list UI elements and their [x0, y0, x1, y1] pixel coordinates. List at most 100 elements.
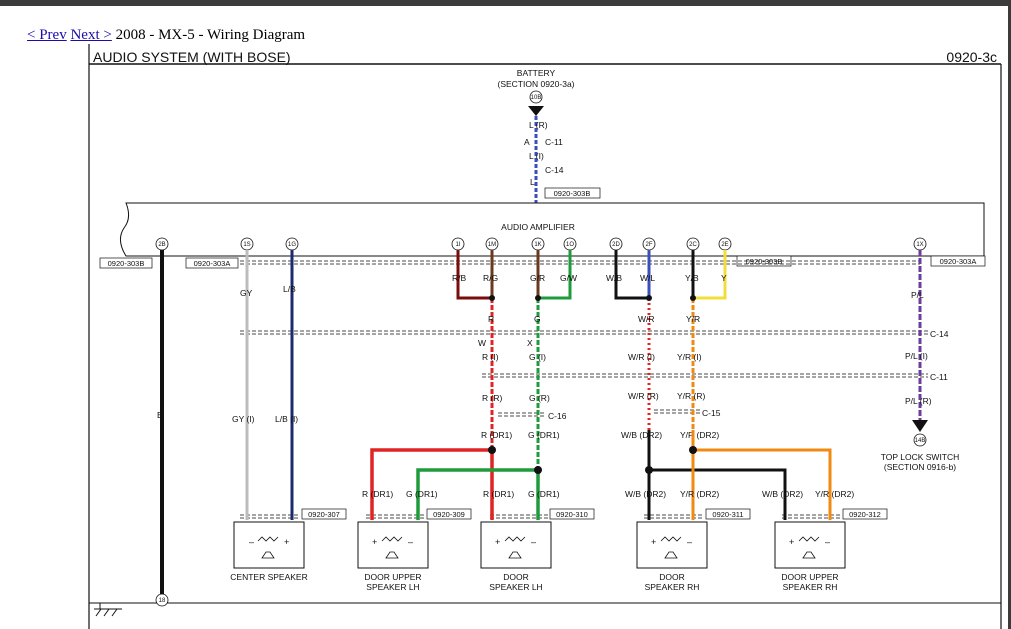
window-top-bar: [0, 0, 1011, 6]
diagram-page-code: 0920-3c: [946, 49, 997, 65]
door-speaker-lh: +–: [480, 521, 552, 569]
svg-text:10B: 10B: [531, 95, 542, 101]
pin-1i: 1I: [451, 237, 465, 251]
pin-1x: 1X: [913, 237, 927, 251]
pin-1s: 1S: [240, 237, 254, 251]
ref-box-left-a: 0920-303A: [185, 257, 239, 269]
label-r-dr1-dul: R (DR1): [362, 489, 393, 499]
svg-text:0920-312: 0920-312: [849, 510, 881, 519]
svg-text:0920-303B: 0920-303B: [746, 257, 783, 266]
wire-label-pl: P/L: [911, 290, 924, 300]
door-speaker-rh: +–: [636, 521, 708, 569]
wire-label-rb: R/B: [452, 273, 467, 283]
ref-box-right-a: 0920-303A: [930, 255, 986, 267]
wire-label-g-r: G (R): [529, 393, 550, 403]
wire-label-b: B: [157, 410, 163, 420]
wire-rb: [456, 250, 492, 300]
wire-label-lb-i: L/B (I): [275, 414, 298, 424]
wire-g-door-upper-lh: [416, 468, 538, 520]
wire-label-g: G: [534, 314, 541, 324]
wire-label-pl-i: P/L (I): [905, 351, 928, 361]
wire-label-yr: Y/R: [686, 314, 700, 324]
connector-a-label: A: [524, 137, 530, 147]
label-wb-dr2-dur: W/B (DR2): [762, 489, 803, 499]
top-lock-pin: 14B: [913, 433, 927, 447]
door-upper-speaker-rh-label2: SPEAKER RH: [783, 582, 838, 592]
wire-label-rg: R/G: [483, 273, 498, 283]
wire-y: [693, 250, 727, 300]
svg-text:0920-303B: 0920-303B: [554, 189, 591, 198]
ref-box-dul: 0920-309: [426, 508, 472, 520]
wire-label-g-i: G (I): [529, 352, 546, 362]
svg-text:+: +: [651, 537, 656, 547]
wire-label-gw: G/W: [560, 273, 577, 283]
svg-text:+: +: [789, 537, 794, 547]
connector-c14-label: C-14: [545, 165, 564, 175]
label-g-dr1-dl: G (DR1): [528, 489, 560, 499]
svg-text:0920-303B: 0920-303B: [108, 259, 145, 268]
door-upper-speaker-lh-label2: SPEAKER LH: [366, 582, 419, 592]
amplifier-pins: 2B 1S 1G 1I 1M 1K 1O 2D 2F 2C 2E 1X: [155, 237, 927, 251]
wire-label-gr: G/R: [530, 273, 545, 283]
svg-text:0920-310: 0920-310: [556, 510, 588, 519]
svg-text:2C: 2C: [689, 242, 697, 248]
svg-text:–: –: [687, 537, 692, 547]
wire-label-r-r: R (R): [482, 393, 502, 403]
label-yr-dr2-dur: Y/R (DR2): [815, 489, 854, 499]
door-speaker-rh-label1: DOOR: [659, 572, 685, 582]
svg-text:1S: 1S: [243, 242, 250, 248]
power-wire-label-i: L (I): [529, 151, 544, 161]
svg-text:1K: 1K: [534, 242, 541, 248]
diagram-frame: [88, 44, 1002, 629]
audio-amplifier-label: AUDIO AMPLIFIER: [501, 222, 575, 232]
wire-label-w: W: [478, 338, 486, 348]
wire-label-yr-dr2: Y/R (DR2): [680, 430, 719, 440]
wire-label-r-i: R (I): [482, 352, 499, 362]
door-speaker-lh-label1: DOOR: [503, 572, 529, 582]
wire-r-door-upper-lh: [370, 448, 492, 520]
svg-text:–: –: [825, 537, 830, 547]
wire-label-wr-i: W/R (I): [628, 352, 655, 362]
ground-pin-18: 18: [155, 593, 169, 607]
door-upper-speaker-lh-label1: DOOR UPPER: [364, 572, 421, 582]
connector-c15: C-15: [702, 408, 721, 418]
pin-2f: 2F: [642, 237, 656, 251]
svg-text:0920-307: 0920-307: [308, 510, 340, 519]
power-ref-box: 0920-303B: [544, 187, 601, 199]
wire-label-gy-i: GY (I): [232, 414, 255, 424]
svg-text:–: –: [408, 537, 413, 547]
top-lock-arrow-icon: [912, 420, 928, 432]
wire-label-wr-r: W/R (R): [628, 391, 659, 401]
battery-pin: 10B: [529, 90, 543, 104]
ref-box-left-b: 0920-303B: [99, 257, 153, 269]
svg-text:+: +: [284, 537, 289, 547]
ref-box-dr: 0920-311: [705, 508, 751, 520]
svg-text:–: –: [531, 537, 536, 547]
ref-box-dur: 0920-312: [842, 508, 888, 520]
label-wb-dr2-dr: W/B (DR2): [625, 489, 666, 499]
wire-label-pl-r: P/L (R): [905, 396, 932, 406]
page-title: 2008 - MX-5 - Wiring Diagram: [115, 27, 306, 43]
svg-text:2E: 2E: [721, 242, 728, 248]
svg-text:1I: 1I: [455, 242, 460, 248]
ref-box-center: 0920-307: [301, 508, 347, 520]
svg-text:18: 18: [159, 598, 166, 604]
wire-label-wl: W/L: [640, 273, 655, 283]
wire-yr-door-upper-rh: [693, 448, 832, 520]
connector-c11-label: C-11: [545, 137, 563, 147]
pin-1m: 1M: [485, 237, 499, 251]
diagram-title: AUDIO SYSTEM (WITH BOSE): [93, 49, 291, 65]
center-speaker: –+: [233, 521, 305, 569]
svg-text:1O: 1O: [566, 242, 574, 248]
next-link[interactable]: Next >: [70, 27, 112, 43]
pin-2e: 2E: [718, 237, 732, 251]
wire-label-g-dr1: G (DR1): [528, 430, 560, 440]
svg-text:0920-309: 0920-309: [433, 510, 465, 519]
wire-label-yb: Y/B: [685, 273, 699, 283]
pin-2b: 2B: [155, 237, 169, 251]
connector-c11-right: C-11: [930, 372, 948, 382]
door-speaker-rh-label2: SPEAKER RH: [645, 582, 700, 592]
prev-link[interactable]: < Prev: [27, 27, 67, 43]
door-upper-speaker-rh: +–: [774, 521, 846, 569]
